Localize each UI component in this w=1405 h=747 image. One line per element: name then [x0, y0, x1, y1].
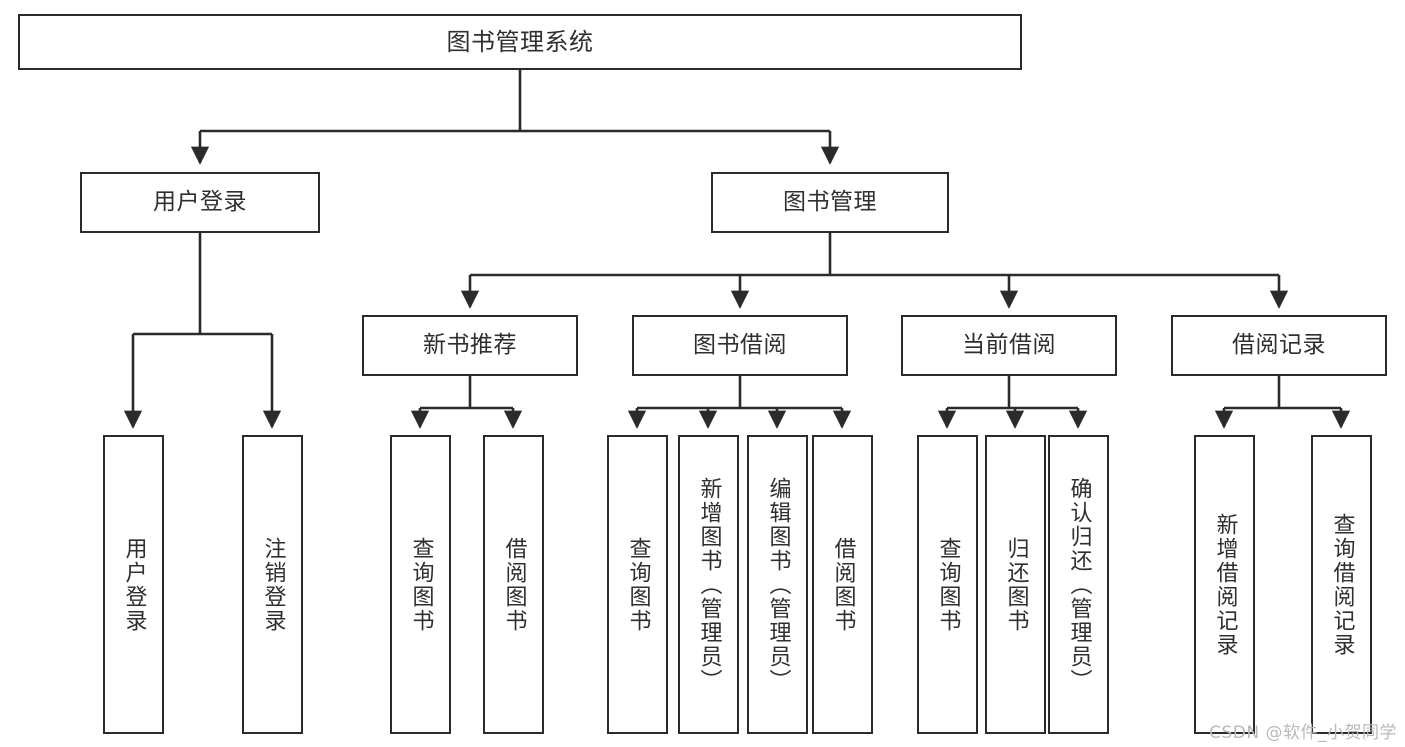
node-leaf-return-book[interactable]: 归还图书	[985, 435, 1046, 734]
node-label: 查询图书	[408, 536, 434, 633]
node-label: 确认归还（管理员）	[1066, 476, 1092, 693]
node-leaf-add-borrowing-record[interactable]: 新增借阅记录	[1194, 435, 1255, 734]
node-new-book-recommendation[interactable]: 新书推荐	[362, 315, 578, 376]
node-current-borrowing[interactable]: 当前借阅	[901, 315, 1117, 376]
node-label: 新增图书（管理员）	[696, 476, 722, 693]
node-label: 编辑图书（管理员）	[765, 476, 791, 693]
node-leaf-borrow-book-borrowing[interactable]: 借阅图书	[812, 435, 873, 734]
node-leaf-confirm-return-admin[interactable]: 确认归还（管理员）	[1048, 435, 1109, 734]
node-label: 新书推荐	[423, 331, 517, 358]
node-label: 查询借阅记录	[1329, 512, 1355, 657]
node-leaf-query-book-new-recommendation[interactable]: 查询图书	[390, 435, 451, 734]
node-label: 用户登录	[121, 536, 147, 633]
node-label: 图书管理	[783, 188, 877, 215]
node-leaf-query-borrowing-record[interactable]: 查询借阅记录	[1311, 435, 1372, 734]
node-label: 新增借阅记录	[1212, 512, 1238, 657]
node-leaf-query-book-current[interactable]: 查询图书	[917, 435, 978, 734]
node-label: 图书借阅	[693, 331, 787, 358]
node-book-management[interactable]: 图书管理	[711, 172, 949, 233]
node-label: 借阅图书	[830, 536, 856, 633]
node-label: 查询图书	[935, 536, 961, 633]
node-label: 用户登录	[153, 188, 247, 215]
node-borrowing-record[interactable]: 借阅记录	[1171, 315, 1387, 376]
node-label: 借阅图书	[501, 536, 527, 633]
node-leaf-user-logout[interactable]: 注销登录	[242, 435, 303, 734]
node-leaf-query-book-borrowing[interactable]: 查询图书	[607, 435, 668, 734]
node-root-book-management-system[interactable]: 图书管理系统	[18, 14, 1022, 70]
node-label: 图书管理系统	[446, 27, 594, 56]
node-label: 归还图书	[1003, 536, 1029, 633]
node-leaf-edit-book-admin[interactable]: 编辑图书（管理员）	[747, 435, 808, 734]
node-leaf-add-book-admin[interactable]: 新增图书（管理员）	[678, 435, 739, 734]
node-leaf-borrow-book-new-recommendation[interactable]: 借阅图书	[483, 435, 544, 734]
node-label: 当前借阅	[962, 331, 1056, 358]
node-label: 借阅记录	[1232, 331, 1326, 358]
watermark: CSDN @软件_小贺同学	[1209, 723, 1397, 743]
node-user-login[interactable]: 用户登录	[80, 172, 320, 233]
node-leaf-user-login[interactable]: 用户登录	[103, 435, 164, 734]
node-book-borrowing[interactable]: 图书借阅	[632, 315, 848, 376]
node-label: 注销登录	[260, 536, 286, 633]
node-label: 查询图书	[625, 536, 651, 633]
